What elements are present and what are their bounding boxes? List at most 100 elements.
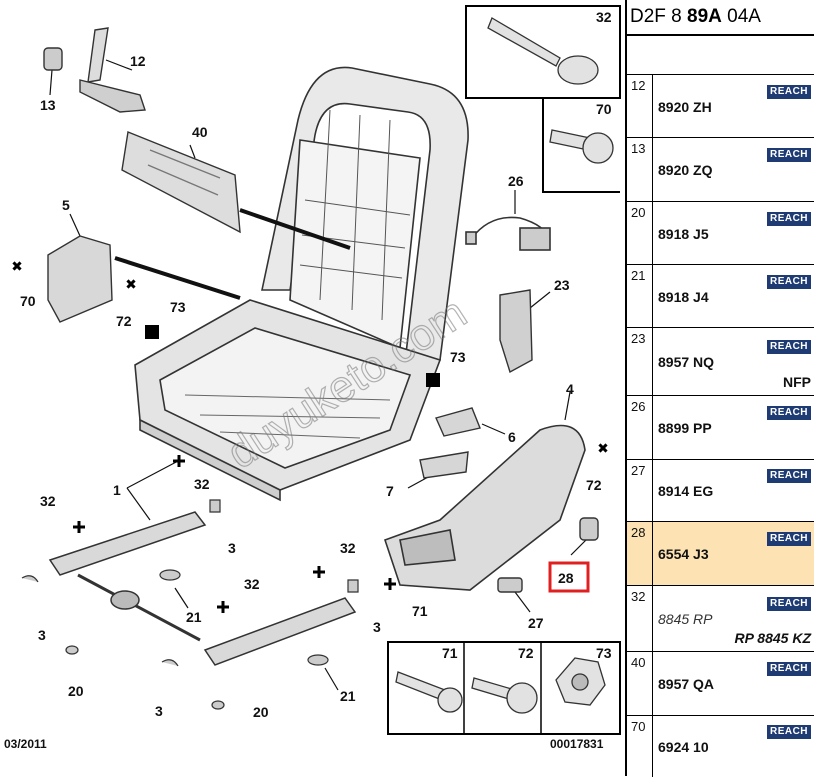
item-number: 27 [627,460,653,521]
callout-28: 28 [558,570,574,586]
callout-23: 23 [554,277,570,293]
item-number: 20 [627,202,653,264]
callout-73: 73 [450,349,466,365]
small-hardware [21,499,359,710]
part-code[interactable]: 6554 J3 [658,546,709,562]
callout-12: 12 [130,53,146,69]
detail-box-71-label: 71 [442,645,458,661]
callout-3: 3 [155,703,163,719]
knob-part-13 [43,47,63,71]
callout-72: 72 [116,313,132,329]
part-code[interactable]: 8920 ZH [658,98,712,115]
item-number: 40 [627,652,653,715]
header-prefix: D2F 8 [630,6,688,27]
list-item[interactable]: 21 8918 J4 REACH [627,264,814,327]
callout-28-box [548,561,590,593]
callout-3: 3 [38,627,46,643]
reach-badge: REACH [767,662,811,676]
list-item[interactable]: 20 8918 J5 REACH [627,201,814,264]
part-code[interactable]: 8920 ZQ [658,162,713,178]
callout-27: 27 [528,615,544,631]
reach-badge: REACH [767,274,811,289]
list-item[interactable]: 23 8957 NQ REACH NFP [627,327,814,395]
reach-badge: REACH [767,597,811,611]
reach-badge: REACH [767,469,811,483]
part-code[interactable]: 8914 EG [658,483,714,499]
seat-rails-part-1 [48,511,357,666]
part-code[interactable]: 8845 RP [658,611,713,627]
callout-7: 7 [386,483,394,499]
callout-5: 5 [62,197,70,213]
diagram-reference-header: D2F 8 89A 04A [627,0,814,36]
callout-20: 20 [253,704,269,720]
callout-70: 70 [20,293,36,309]
motor-part-23 [499,289,533,374]
part-code[interactable]: 8899 PP [658,420,712,436]
list-item[interactable]: 13 8920 ZQ REACH [627,137,814,201]
seat-cushion-frame [134,299,442,502]
part-code[interactable]: 6924 10 [658,739,709,755]
list-item[interactable]: 28 6554 J3 REACH [627,521,814,585]
leader-lines [49,59,589,691]
square-markers [145,325,440,387]
cap-part-28 [579,517,599,541]
item-number: 21 [627,265,653,327]
list-item[interactable]: 27 8914 EG REACH [627,459,814,521]
item-number: 12 [627,75,653,137]
parts-list-panel: D2F 8 89A 04A 12 8920 ZH REACH 13 8920 ZQ REA… [625,0,814,777]
parts-list: 12 8920 ZH REACH 13 8920 ZQ REACH 20 8918 J5 REA… [627,74,814,777]
item-number: 28 [627,522,653,585]
clip-part-27 [497,577,523,593]
item-number: 32 [627,586,653,651]
detail-box-bottom: 71 72 73 [387,641,621,735]
item-number: 23 [627,328,653,395]
side-shield-part-4 [383,424,586,591]
callout-71: 71 [412,603,428,619]
callout-20: 20 [68,683,84,699]
detail-box-32-label: 32 [596,9,612,25]
cross-markers [12,261,608,613]
detail-box-73-label: 73 [596,645,612,661]
callout-1: 1 [113,482,121,498]
callout-21: 21 [186,609,202,625]
callout-6: 6 [508,429,516,445]
side-trim-part-5 [47,235,113,323]
item-number: 13 [627,138,653,201]
part-code[interactable]: 8957 NQ [658,354,715,370]
detail-box-70-label: 70 [596,101,612,117]
part-note: NFP [783,374,811,390]
reach-badge: REACH [767,406,811,420]
callout-3: 3 [373,619,381,635]
trim-part-7 [419,451,469,479]
part-code[interactable]: 8918 J5 [658,225,709,242]
callout-13: 13 [40,97,56,113]
callout-4: 4 [566,381,574,397]
reach-badge: REACH [767,532,811,546]
header-suffix: 04A [721,6,761,27]
list-item[interactable]: 12 8920 ZH REACH [627,74,814,137]
plate-part-40 [121,131,241,234]
item-number: 70 [627,716,653,777]
reach-badge: REACH [767,340,811,354]
list-item[interactable]: 32 8845 RP REACH RP 8845 KZ [627,585,814,651]
detail-box-72-label: 72 [518,645,534,661]
seat-backrest-frame [261,66,469,363]
harness-part-26 [465,216,551,251]
callout-3: 3 [228,540,236,556]
reach-badge: REACH [767,211,811,226]
recliner-handle [79,27,146,113]
part-code[interactable]: 8957 QA [658,676,715,692]
callout-32: 32 [40,493,56,509]
reach-badge: REACH [767,84,811,99]
callout-32: 32 [244,576,260,592]
date-label: 03/2011 [4,737,47,751]
callout-32: 32 [194,476,210,492]
part-code[interactable]: 8918 J4 [658,288,709,305]
reach-badge: REACH [767,148,811,162]
part-note: RP 8845 KZ [734,630,811,646]
header-spacer [627,36,814,74]
parts-diagram: duyuketo.com 1 3 3 3 3 4 5 6 7 12 13 20 … [4,5,621,751]
list-item[interactable]: 40 8957 QA REACH [627,651,814,715]
